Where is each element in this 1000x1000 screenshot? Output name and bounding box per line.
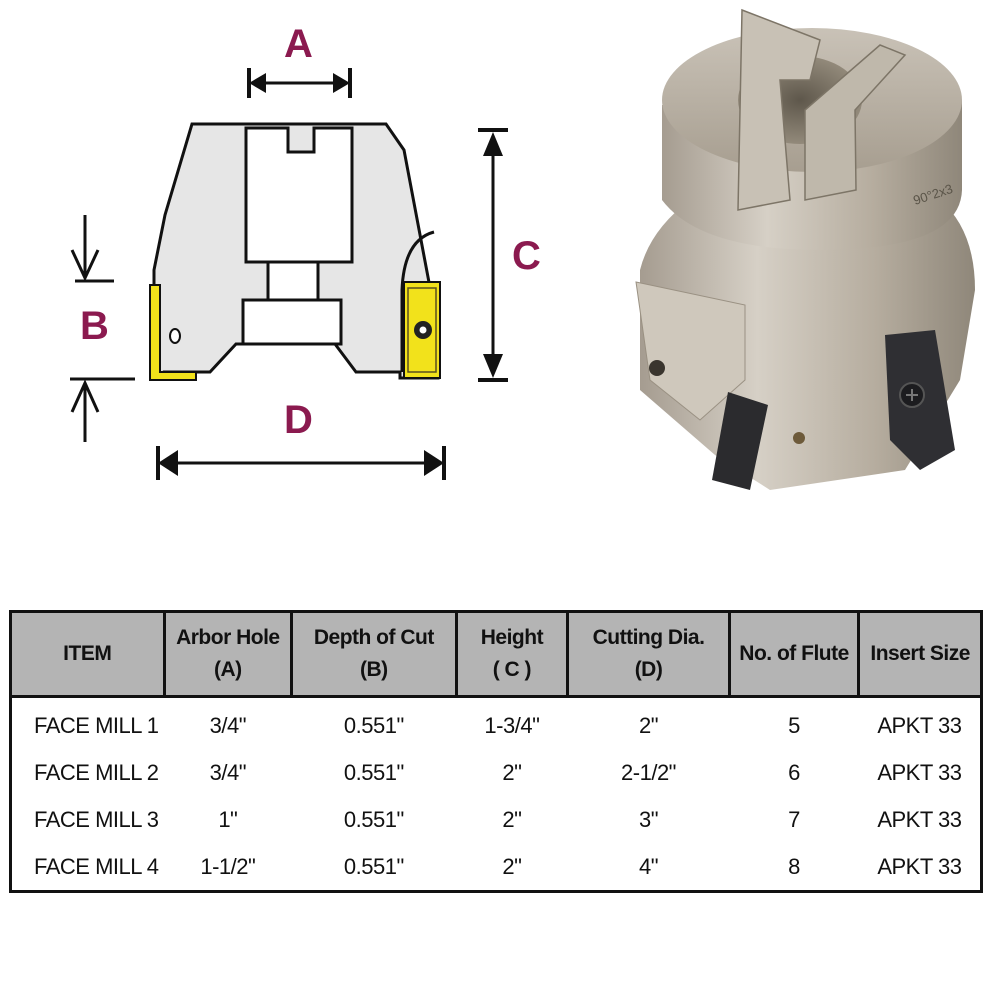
cell-arbor-hole: 3/4": [209, 759, 247, 785]
cell-arbor-hole: 3/4": [209, 712, 247, 738]
table-row: FACE MILL 3 1" 0.551" 2" 3" 7 APKT 33: [11, 796, 982, 843]
cell-height: 2": [502, 806, 522, 832]
cell-item: FACE MILL 3: [34, 806, 159, 832]
cell-height: 1-3/4": [484, 712, 540, 738]
cell-cutting-dia: 2-1/2": [621, 759, 676, 785]
table-row: FACE MILL 1 3/4" 0.551" 1-3/4" 2" 5 APKT…: [11, 697, 982, 750]
column-header-depth-of-cut: Depth of Cut(B): [290, 610, 458, 698]
cutter-cross-section-drawing: [70, 68, 508, 480]
column-header-cutting-dia: Cutting Dia.(D): [566, 610, 731, 698]
drive-slot-right: [804, 44, 907, 201]
cell-cutting-dia: 2": [639, 712, 659, 738]
table-header-row: ITEM Arbor Hole(A) Depth of Cut(B) Heigh…: [9, 610, 983, 698]
coolant-hole: [649, 360, 665, 376]
set-screw: [793, 432, 805, 444]
column-header-insert-size: Insert Size: [857, 610, 983, 698]
cell-item: FACE MILL 2: [34, 759, 159, 785]
cell-insert-size: APKT 33: [877, 853, 962, 879]
face-mill-spec-table: ITEM Arbor Hole(A) Depth of Cut(B) Heigh…: [9, 610, 983, 893]
column-header-no-of-flute: No. of Flute: [727, 610, 861, 698]
insert-pocket-curve: [400, 230, 435, 291]
left-insert: [149, 284, 197, 381]
face-mill-product-photo: 90°2x3: [610, 0, 1000, 500]
face-mill-illustration: 90°2x3: [635, 8, 975, 490]
dimension-label-b: B: [80, 304, 109, 348]
drive-slot-left: [737, 8, 821, 211]
table-row: FACE MILL 4 1-1/2" 0.551" 2" 4" 8 APKT 3…: [11, 843, 982, 892]
cell-insert-size: APKT 33: [877, 712, 962, 738]
cell-depth-of-cut: 0.551": [343, 806, 404, 832]
side-hole: [169, 328, 181, 344]
cell-item: FACE MILL 1: [34, 712, 159, 738]
left-carbide-insert: [712, 392, 768, 490]
bore-neck: [266, 260, 320, 302]
cell-cutting-dia: 3": [639, 806, 659, 832]
face-mill-dimension-diagram: A B C D: [0, 0, 580, 500]
dimension-label-d: D: [284, 398, 313, 442]
cell-arbor-hole: 1-1/2": [200, 853, 256, 879]
cell-height: 2": [502, 759, 522, 785]
dimension-label-a: A: [284, 22, 313, 66]
cell-insert-size: APKT 33: [877, 806, 962, 832]
cell-depth-of-cut: 0.551": [343, 712, 404, 738]
cell-cutting-dia: 4": [639, 853, 659, 879]
cell-no-of-flute: 6: [788, 759, 800, 785]
cell-no-of-flute: 7: [788, 806, 800, 832]
cell-insert-size: APKT 33: [877, 759, 962, 785]
column-header-item: ITEM: [9, 610, 166, 698]
table-row: FACE MILL 2 3/4" 0.551" 2" 2-1/2" 6 APKT…: [11, 749, 982, 796]
column-header-height: Height( C ): [454, 610, 570, 698]
cell-no-of-flute: 5: [788, 712, 800, 738]
cell-item: FACE MILL 4: [34, 853, 159, 879]
cell-no-of-flute: 8: [788, 853, 800, 879]
column-header-arbor-hole: Arbor Hole(A): [162, 610, 294, 698]
cell-height: 2": [502, 853, 522, 879]
counterbore: [241, 298, 343, 346]
cell-depth-of-cut: 0.551": [343, 759, 404, 785]
dimension-label-c: C: [512, 234, 541, 278]
cell-arbor-hole: 1": [218, 806, 238, 832]
cell-depth-of-cut: 0.551": [343, 853, 404, 879]
